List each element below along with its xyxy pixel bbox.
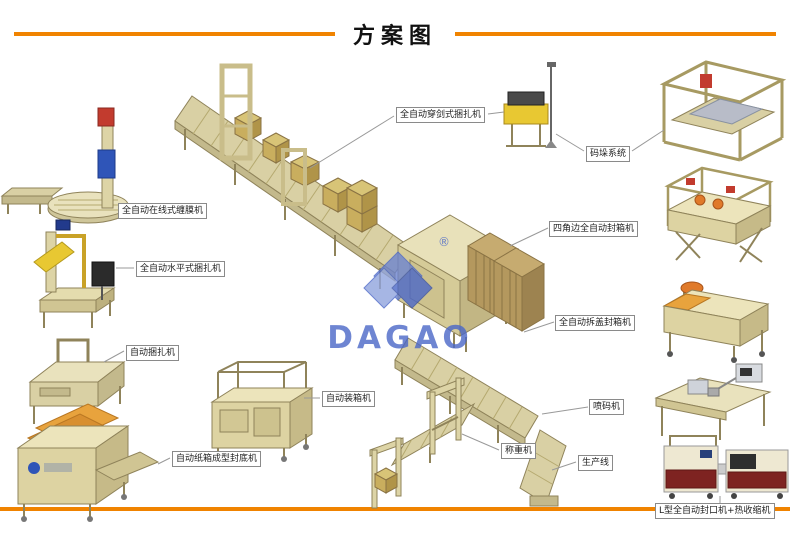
lower-conveyor-illustration	[390, 337, 567, 507]
carton-boxes-illustration	[233, 110, 379, 233]
label-sword-strapper: 全自动穿剑式捆扎机	[396, 107, 486, 123]
connector-lines	[103, 111, 721, 503]
weighing-gantry-illustration	[426, 377, 465, 455]
bottom-rule	[0, 507, 790, 511]
four-corner-sealer-illustration	[664, 166, 774, 263]
label-auto-strapper: 自动捆扎机	[126, 345, 180, 361]
auto-strapping-machine-illustration	[28, 338, 126, 424]
case-packer-machine-illustration	[210, 361, 314, 462]
label-four-corner-sealer: 四角边全自动封箱机	[549, 221, 639, 237]
label-horizontal-strapper: 全自动水平式捆扎机	[136, 261, 226, 277]
title-rule-right	[455, 32, 777, 36]
carton-forming-machine-illustration	[16, 403, 160, 522]
carton-stack-illustration	[467, 232, 545, 332]
flap-sealer-illustration	[662, 281, 770, 363]
inline-wrapping-machine-illustration	[0, 107, 129, 231]
label-weigher: 称重机	[501, 443, 537, 459]
dagao-watermark: ® DAGAO	[327, 235, 473, 356]
end-elevator-illustration	[369, 437, 404, 509]
label-flap-sealer: 全自动拆盖封箱机	[555, 315, 636, 331]
l-sealer-shrink-illustration	[663, 435, 789, 499]
strapping-gantry-illustration	[219, 63, 307, 206]
title-row: 方案图	[0, 18, 790, 50]
label-inline-wrapper: 全自动在线式缠膜机	[118, 203, 208, 219]
label-inkjet-coder: 喷码机	[589, 399, 625, 415]
label-production-line: 生产线	[578, 455, 614, 471]
registered-mark: ®	[438, 235, 450, 249]
palletizer-illustration	[659, 60, 787, 162]
signal-pole-illustration	[545, 62, 557, 148]
title-rule-left	[14, 32, 335, 36]
page-title: 方案图	[353, 24, 438, 49]
label-palletizing-system: 码垛系统	[586, 146, 631, 162]
inkjet-coder-illustration	[654, 363, 772, 440]
sword-strapper-machine-illustration	[503, 91, 549, 147]
label-carton-former: 自动纸箱成型封底机	[172, 451, 262, 467]
label-case-packer: 自动装箱机	[322, 391, 376, 407]
label-l-sealer-shrink: L型全自动封口机+热收缩机	[655, 503, 775, 519]
horizontal-strapping-machine-illustration	[33, 231, 116, 328]
brand-watermark-text: DAGAO	[327, 320, 473, 356]
